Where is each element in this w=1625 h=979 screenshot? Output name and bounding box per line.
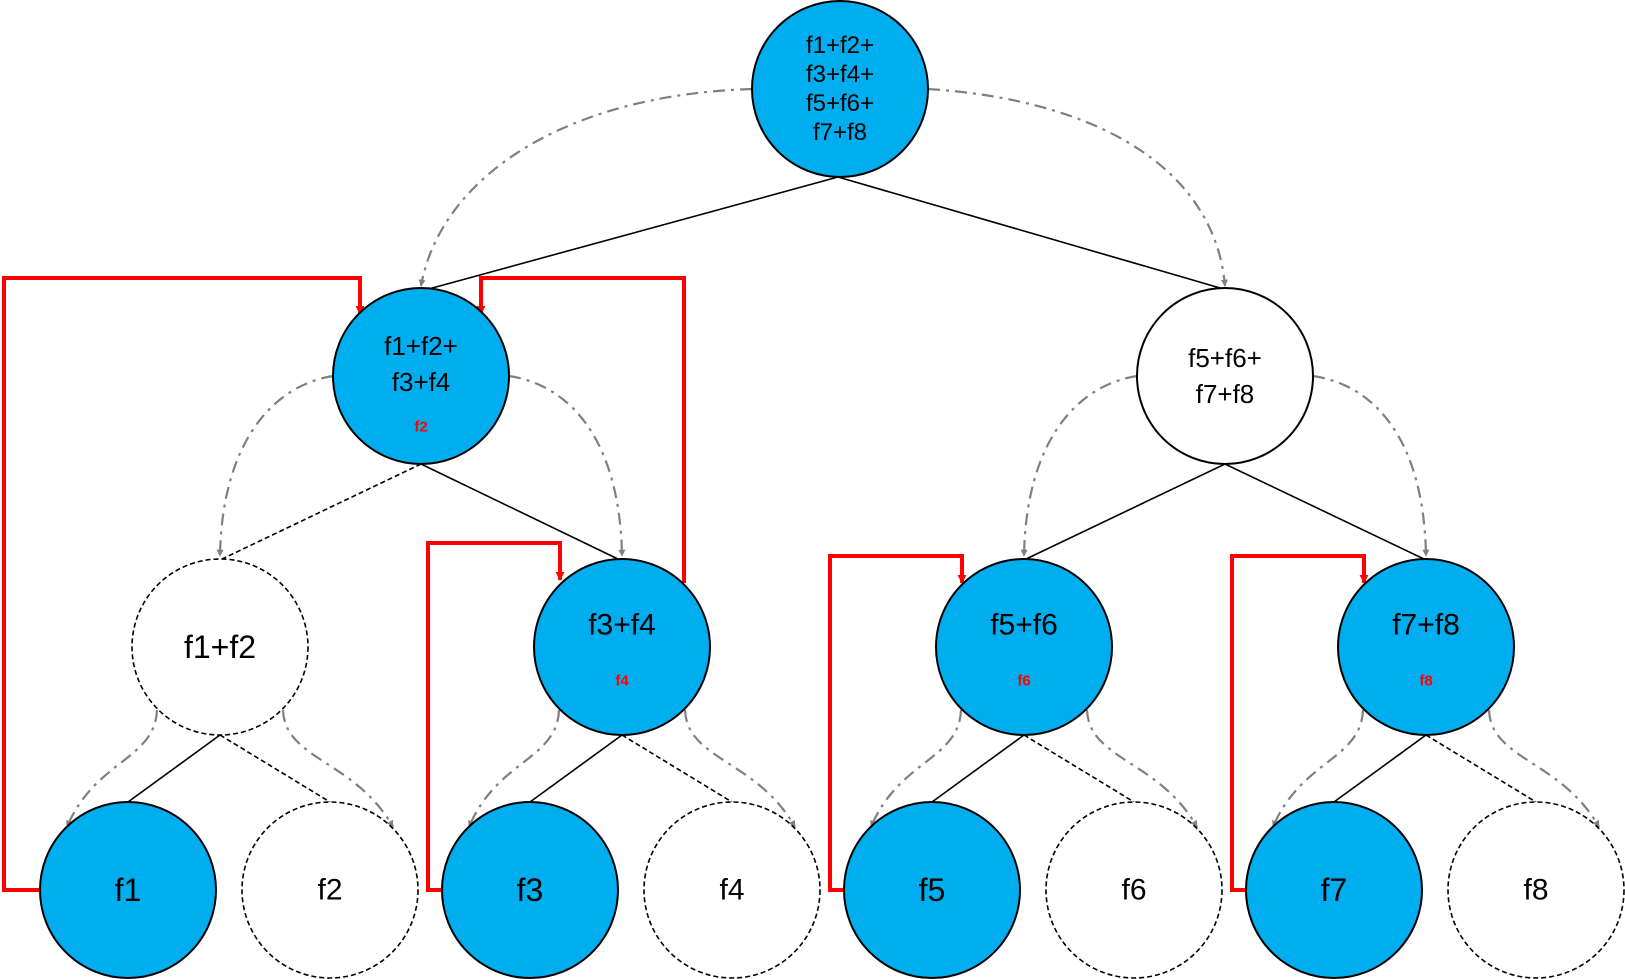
edge-f5f6-f5 — [931, 734, 1025, 803]
traverse-rightmid-f5f6 — [1020, 374, 1138, 557]
edge-root-right — [837, 176, 1228, 291]
node-circle — [1245, 801, 1423, 979]
node-f8: f8 — [1447, 801, 1625, 979]
node-f3: f3 — [441, 801, 619, 979]
traverse-f1f2-f2 — [281, 709, 394, 828]
node-circle — [533, 558, 711, 736]
node-label-line: f1+f2+ — [806, 32, 874, 59]
node-circle — [1045, 801, 1223, 979]
node-label-line: f2 — [317, 874, 342, 907]
update-path-f3f4-to-leftmid — [476, 276, 686, 583]
traverse-root-right — [927, 87, 1228, 287]
traverse-f3f4-f4 — [683, 709, 796, 828]
node-circle — [332, 287, 510, 465]
node-circle — [131, 558, 309, 736]
node-label-line: f1 — [115, 872, 142, 908]
traverse-f5f6-f6 — [1085, 709, 1198, 828]
node-circle — [441, 801, 619, 979]
node-circle — [39, 801, 217, 979]
node-f7f8: f7+f8 f8 — [1337, 558, 1515, 736]
node-root: f1+f2+f3+f4+f5+f6+f7+f8 — [751, 0, 929, 178]
node-f4: f4 — [643, 801, 821, 979]
traverse-root-left — [418, 87, 753, 287]
node-label-line: f7+f8 — [813, 119, 867, 146]
traverse-rightmid-f7f8 — [1312, 374, 1430, 557]
node-label-line: f5+f6+ — [806, 90, 874, 117]
update-path-f7-to-f7f8 — [1230, 554, 1369, 892]
node-circle — [1337, 558, 1515, 736]
edge-f7f8-f7 — [1333, 734, 1427, 803]
node-f6: f6 — [1045, 801, 1223, 979]
update-path-f3-to-f3f4 — [426, 541, 565, 892]
edge-rightmid-f5f6 — [1023, 463, 1226, 561]
node-label-line: f3+f4 — [588, 609, 656, 642]
node-update-label: f8 — [1419, 673, 1432, 690]
node-f2: f2 — [241, 801, 419, 979]
traverse-leftmid-f1f2 — [216, 374, 334, 557]
node-label-line: f3+f4 — [392, 367, 451, 397]
traverse-f7f8-f7 — [1271, 709, 1365, 828]
edge-f3f4-f3 — [529, 734, 623, 803]
edge-rightmid-f7f8 — [1224, 463, 1427, 561]
node-f1: f1 — [39, 801, 217, 979]
node-f7: f7 — [1245, 801, 1423, 979]
node-label-line: f3 — [517, 872, 544, 908]
node-label-line: f5+f6 — [990, 609, 1058, 642]
node-update-label: f4 — [615, 673, 629, 690]
edge-f1f2-f2 — [219, 734, 331, 803]
edge-f3f4-f4 — [621, 734, 733, 803]
tree-nodes: f1+f2+f3+f4+f5+f6+f7+f8f1+f2+f3+f4f2f5+f… — [39, 0, 1625, 979]
node-f5: f5 — [843, 801, 1021, 979]
update-path-f1-to-leftmid — [2, 276, 365, 892]
node-circle — [843, 801, 1021, 979]
update-path-f5-to-f5f6 — [828, 554, 967, 892]
node-label-line: f1+f2+ — [384, 331, 458, 361]
node-right-mid: f5+f6+ f7+f8 — [1136, 287, 1314, 465]
node-label-line: f6 — [1121, 874, 1146, 907]
node-label-line: f7+f8 — [1196, 379, 1255, 409]
node-label-line: f4 — [719, 874, 744, 907]
node-left-mid: f1+f2+ f3+f4 f2 — [332, 287, 510, 465]
traversal-arrows — [65, 87, 1600, 828]
edge-leftmid-f3f4 — [420, 463, 621, 561]
traverse-f3f4-f3 — [467, 709, 561, 828]
node-label-line: f5+f6+ — [1188, 343, 1262, 373]
traverse-leftmid-f3f4 — [508, 374, 626, 557]
node-f5f6: f5+f6 f6 — [935, 558, 1113, 736]
traverse-f5f6-f5 — [869, 709, 963, 828]
node-circle — [1136, 287, 1314, 465]
node-update-label: f2 — [414, 419, 427, 436]
edge-f7f8-f8 — [1425, 734, 1537, 803]
node-label-line: f7 — [1321, 872, 1348, 908]
edge-root-left — [424, 176, 839, 291]
traverse-f1f2-f1 — [65, 709, 159, 828]
traverse-f7f8-f8 — [1487, 709, 1600, 828]
node-circle — [1447, 801, 1625, 979]
node-label-line: f1+f2 — [184, 629, 256, 665]
node-circle — [751, 0, 929, 178]
edge-leftmid-f1f2 — [219, 463, 422, 561]
node-circle — [935, 558, 1113, 736]
node-label-line: f3+f4+ — [806, 61, 874, 88]
node-f1f2: f1+f2 — [131, 558, 309, 736]
node-circle — [241, 801, 419, 979]
edge-f5f6-f6 — [1023, 734, 1135, 803]
node-update-label: f6 — [1017, 673, 1030, 690]
update-paths — [2, 276, 1369, 892]
node-label-line: f8 — [1523, 874, 1548, 907]
node-circle — [643, 801, 821, 979]
node-label-line: f7+f8 — [1392, 609, 1460, 642]
node-label-line: f5 — [919, 872, 946, 908]
node-f3f4: f3+f4 f4 — [533, 558, 711, 736]
edge-f1f2-f1 — [127, 734, 221, 803]
tree-edges — [127, 176, 1537, 803]
